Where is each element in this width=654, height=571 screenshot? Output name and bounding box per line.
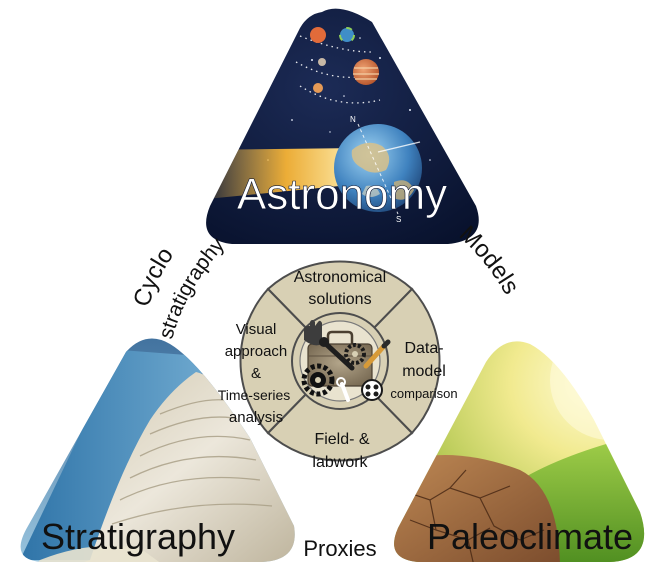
- wheel-right-text: Data- model comparison: [390, 340, 457, 401]
- sunlight-beam: [206, 148, 360, 200]
- wheel-left-text: Visual approach & Time-series analysis: [218, 321, 291, 426]
- south-label: S: [396, 215, 401, 224]
- planet-mercury: [318, 58, 326, 66]
- wheel-right-line2: model: [402, 363, 446, 380]
- planet-venus: [313, 83, 323, 93]
- earth-axis: [357, 123, 399, 215]
- wheel-left-line3: &: [251, 365, 261, 382]
- wheel-bottom-text: Field- & labwork: [312, 431, 369, 471]
- wheel-top-line1: Astronomical: [294, 269, 386, 286]
- method-wheel: Astronomical solutions Visual approach &…: [218, 260, 458, 471]
- astronomy-label: Astronomy: [237, 170, 447, 219]
- paleoclimate-label: Paleoclimate: [427, 516, 633, 557]
- stratigraphy-label: Stratigraphy: [41, 516, 235, 557]
- planet-earth-small: [340, 28, 354, 42]
- glove-icon: [304, 320, 322, 346]
- wheel-bottom-line2: labwork: [312, 454, 368, 471]
- wheel-left-line4: Time-series: [218, 387, 291, 403]
- wheel-top-text: Astronomical solutions: [294, 269, 386, 308]
- bolt-icon: [361, 379, 383, 401]
- planet-mars: [310, 27, 326, 43]
- north-label: N: [350, 115, 356, 124]
- wrench-icon: [319, 337, 355, 402]
- astronomy-panel: N S Astronomy: [206, 8, 479, 244]
- wheel-left-line1: Visual: [236, 321, 277, 338]
- gear-icon: [301, 363, 335, 397]
- wheel-top-line2: solutions: [308, 291, 371, 308]
- planet-jupiter: [353, 59, 379, 85]
- wheel-bottom-line1: Field- &: [314, 431, 369, 448]
- wheel-right-line3: comparison: [390, 386, 457, 401]
- soil-cracks: [399, 469, 545, 562]
- models-label: Models: [454, 221, 524, 299]
- gear-icon-small: [344, 343, 366, 365]
- orbit-lines: [295, 35, 381, 104]
- wheel-left-line2: approach: [225, 343, 288, 360]
- proxies-label: Proxies: [303, 536, 376, 561]
- pencil-icon: [363, 339, 391, 369]
- wheel-left-line5: analysis: [229, 409, 283, 426]
- cracked-soil: [394, 455, 560, 562]
- wheel-right-line1: Data-: [404, 340, 443, 357]
